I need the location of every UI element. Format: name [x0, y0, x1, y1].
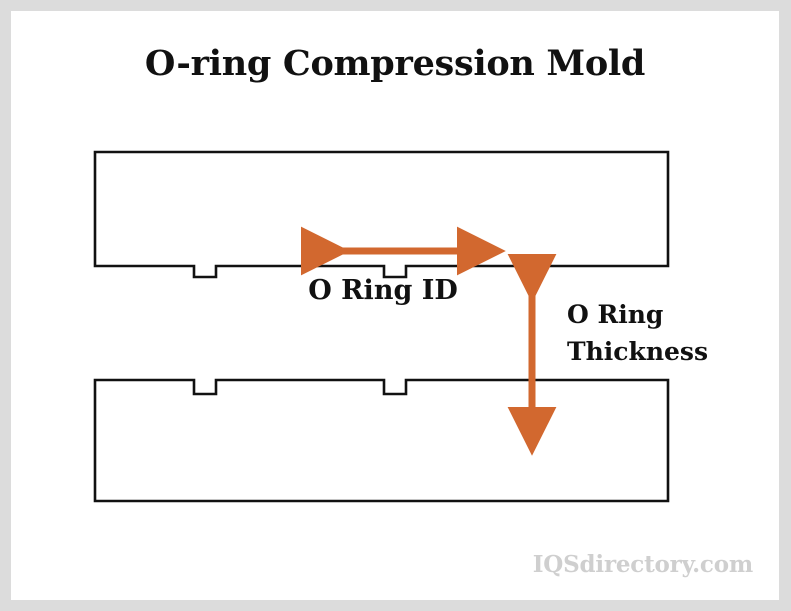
- o-ring-id-label: O Ring ID: [308, 275, 458, 306]
- watermark: IQSdirectory.com: [532, 551, 753, 578]
- page-title: O-ring Compression Mold: [144, 43, 646, 84]
- o-ring-thickness-label-line2: Thickness: [567, 337, 708, 366]
- figure-canvas: O-ring Compression Mold: [11, 11, 779, 600]
- o-ring-thickness-label-line1: O Ring: [567, 300, 663, 329]
- upper-mold-half: [93, 150, 670, 279]
- lower-mold-half: [93, 378, 670, 503]
- mold-cross-section-diagram: O Ring ID O Ring Thickness: [93, 150, 708, 503]
